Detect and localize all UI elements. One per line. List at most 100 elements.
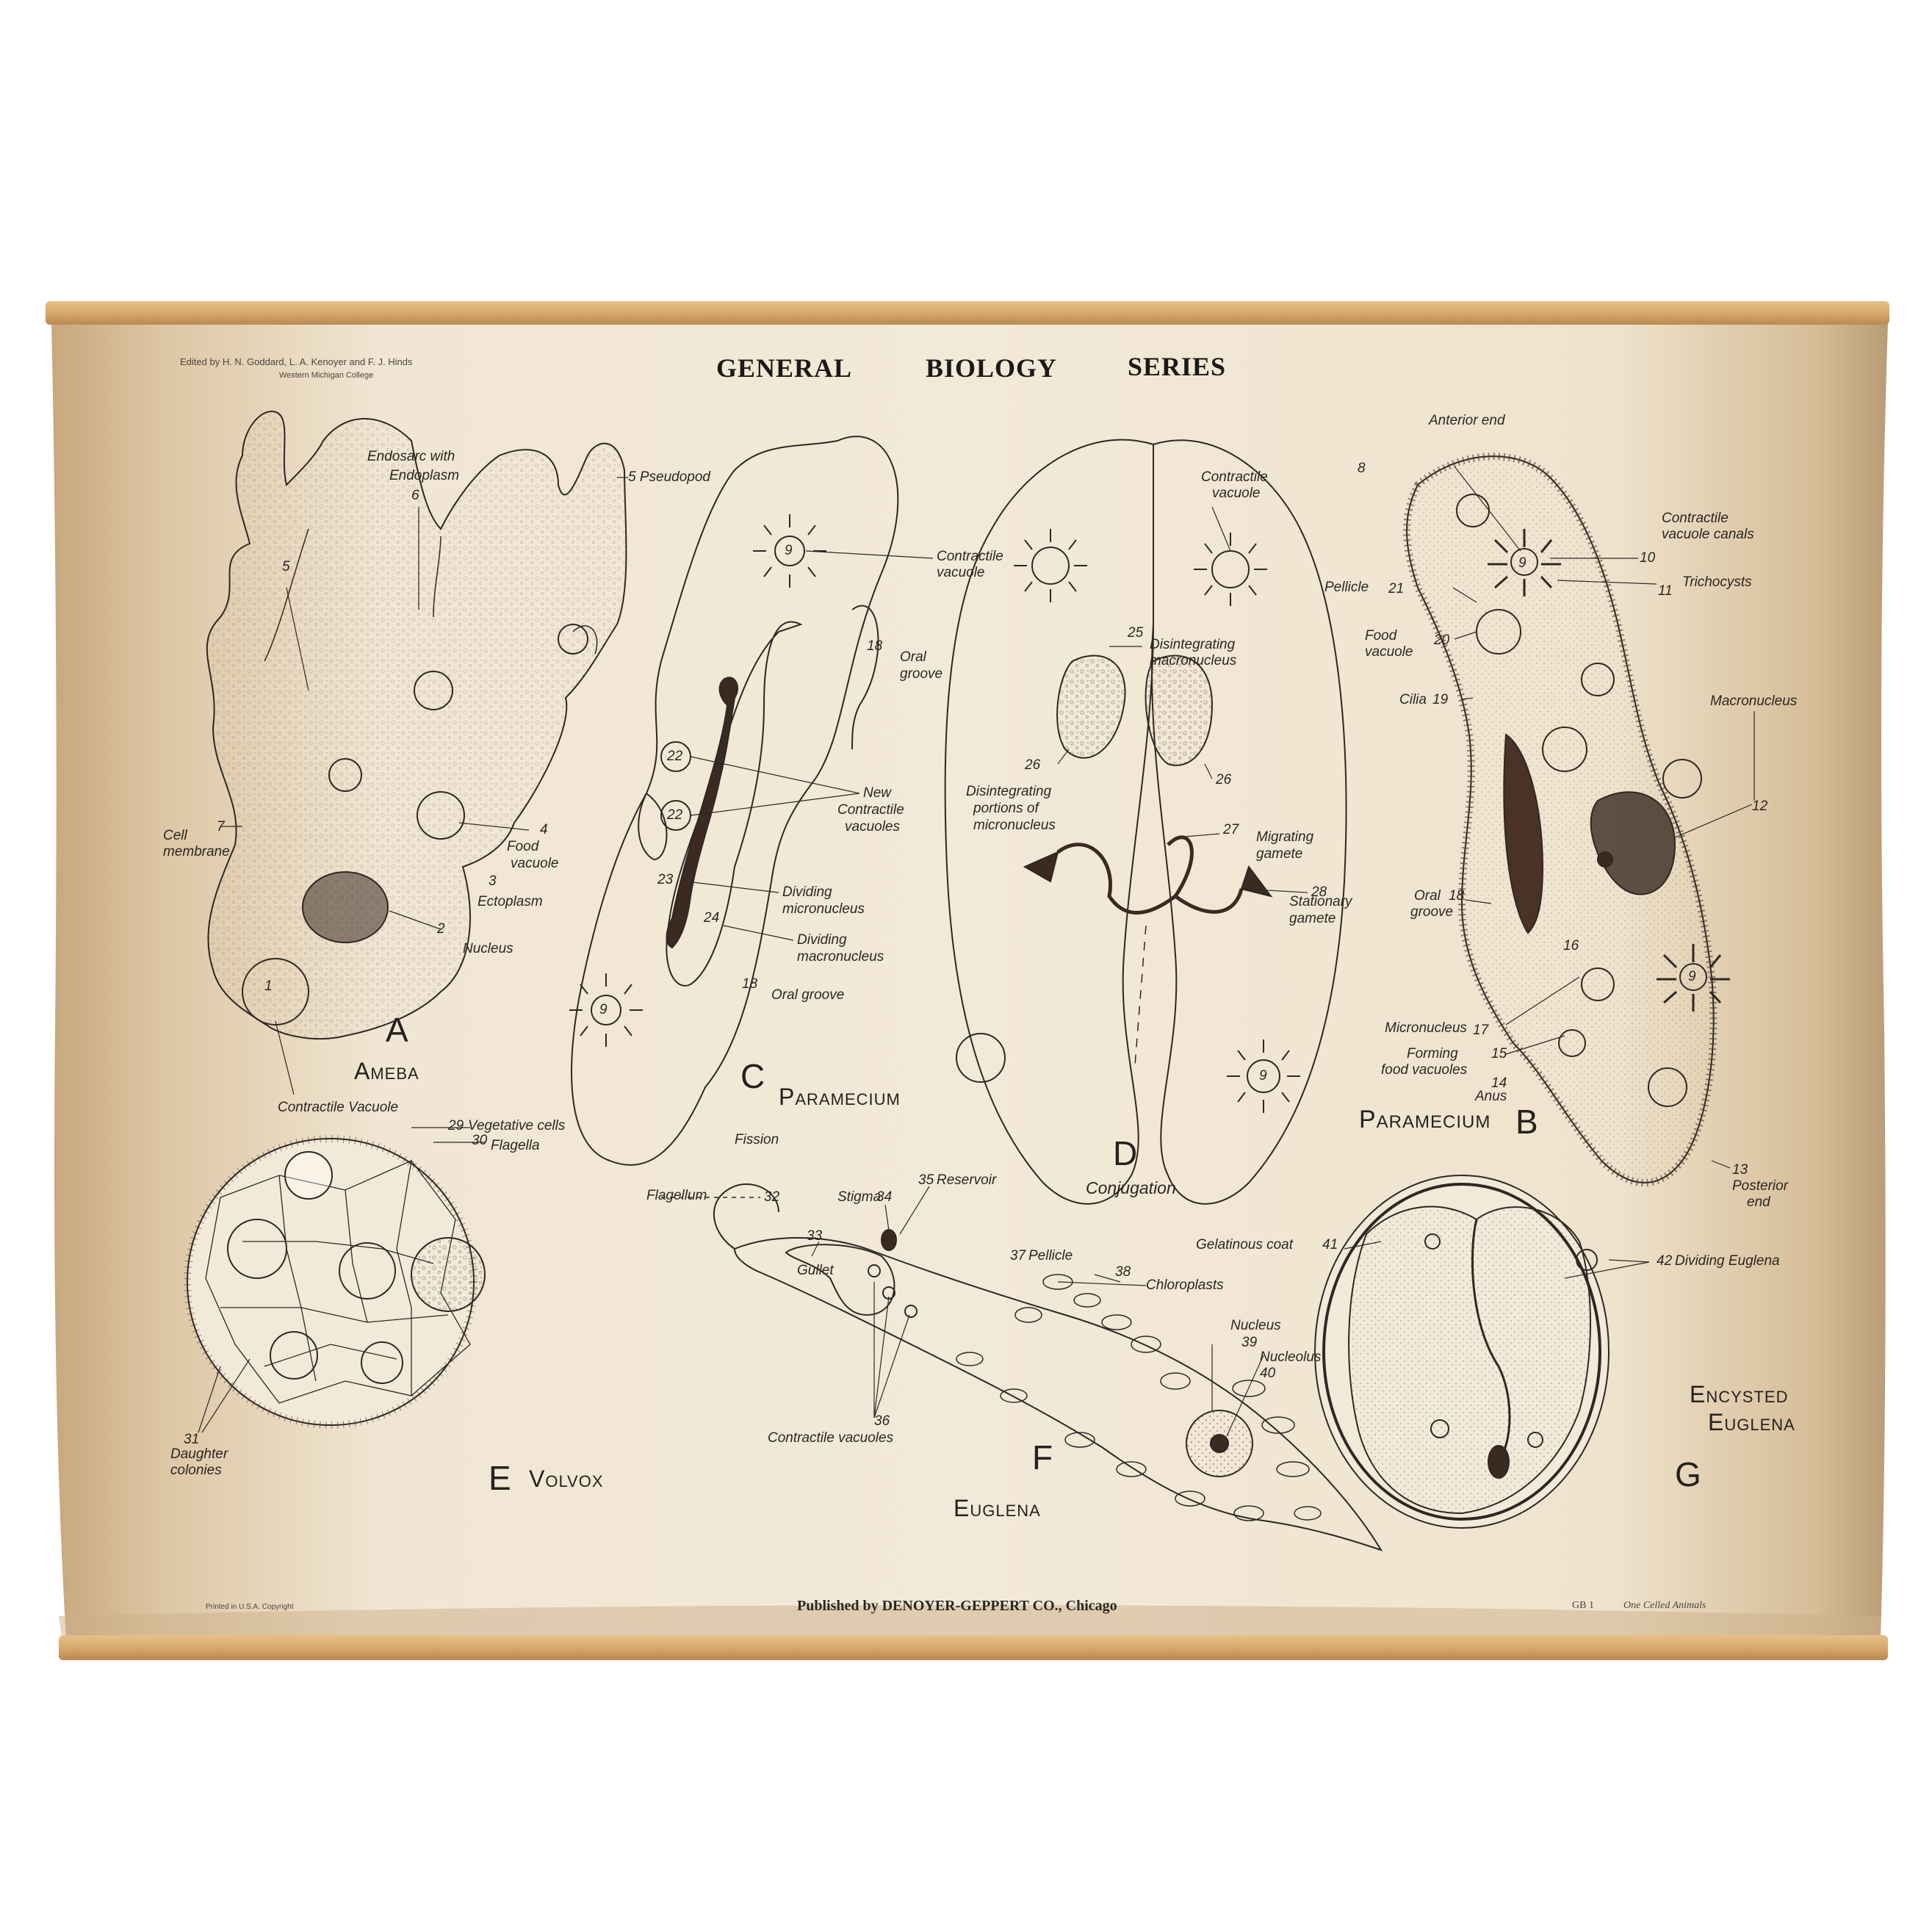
label-vacuoles: vacuoles (845, 819, 900, 835)
label-vacuole: vacuole (1365, 644, 1413, 660)
paramecium-b-drawing (1403, 453, 1755, 1186)
label-number-35: 35 (918, 1172, 934, 1188)
label-groove: groove (1410, 904, 1454, 920)
label-number-42: 42 (1657, 1253, 1673, 1269)
label-nucleus: Nucleus (463, 941, 513, 956)
label-colonies: colonies (170, 1463, 222, 1478)
label-new: New (863, 785, 892, 801)
figure-name-ameba: Ameba (354, 1058, 419, 1084)
label-gamete-2: gamete (1289, 911, 1336, 926)
label-oral-groove: Oral groove (771, 987, 845, 1003)
label-gamete: gamete (1256, 846, 1303, 862)
label-end: end (1747, 1194, 1770, 1210)
label-number-9: 9 (785, 543, 793, 558)
label-chloroplasts: Chloroplasts (1146, 1277, 1224, 1293)
label-pellicle: Pellicle (1324, 580, 1369, 595)
label-cilia: Cilia (1399, 692, 1427, 707)
label-number-12: 12 (1752, 799, 1768, 814)
label-forming: Forming (1407, 1046, 1458, 1061)
label-membrane: membrane (163, 844, 230, 859)
label-oral: Oral (1414, 888, 1441, 904)
label-anterior-end: Anterior end (1429, 413, 1505, 428)
label-number-26b: 26 (1216, 772, 1232, 787)
ameba-drawing (206, 410, 628, 1095)
label-gullet: Gullet (797, 1263, 834, 1278)
label-number-21: 21 (1388, 581, 1405, 596)
label-food-vacuoles: food vacuoles (1381, 1062, 1468, 1078)
label-contractile: Contractile (1201, 469, 1268, 485)
label-number-38: 38 (1115, 1264, 1131, 1280)
figure-letter-c: C (740, 1057, 765, 1095)
label-disintegrating-mic: Disintegrating (966, 784, 1052, 799)
label-macronucleus: macronucleus (1150, 653, 1237, 668)
label-number-33: 33 (807, 1228, 823, 1244)
label-ectoplasm: Ectoplasm (477, 894, 543, 909)
label-portions-of: portions of (973, 801, 1039, 816)
label-number-22b: 22 (667, 807, 683, 823)
college-credit: Western Michigan College (279, 371, 374, 380)
label-number-30: 30 (472, 1133, 488, 1148)
label-number-31: 31 (184, 1432, 200, 1447)
label-number-32: 32 (764, 1189, 780, 1205)
label-macronucleus: Macronucleus (1710, 693, 1798, 709)
figure-name-euglena-g: Euglena (1708, 1409, 1795, 1435)
label-number-22a: 22 (667, 749, 683, 764)
label-number-3: 3 (489, 873, 497, 889)
label-micronucleus: micronucleus (973, 818, 1056, 833)
figure-name-volvox: Volvox (529, 1466, 604, 1492)
editors-credit: Edited by H. N. Goddard, L. A. Kenoyer a… (180, 356, 413, 367)
conjugation-drawing (944, 439, 1347, 1205)
label-number-19: 19 (1432, 692, 1449, 707)
label-number-26a: 26 (1025, 757, 1041, 773)
label-dividing: Dividing (782, 884, 832, 900)
label-number-9b: 9 (1688, 969, 1696, 984)
label-dividing-mac: Dividing (797, 932, 847, 948)
label-number-11: 11 (1658, 583, 1673, 599)
label-disintegrating: Disintegrating (1150, 637, 1236, 652)
volvox-drawing (184, 1127, 486, 1433)
publisher-line: Published by DENOYER-GEPPERT CO., Chicag… (797, 1598, 1117, 1614)
label-contractile-vacuoles: Contractile vacuoles (768, 1430, 894, 1446)
label-cell: Cell (163, 828, 187, 843)
figure-name-paramecium-c: Paramecium (779, 1084, 901, 1110)
label-flagellum: Flagellum (646, 1188, 707, 1203)
bottom-rod (59, 1635, 1888, 1660)
figure-name-euglena: Euglena (954, 1495, 1041, 1521)
euglena-drawing (661, 1183, 1383, 1551)
label-vacuole: vacuole (511, 856, 559, 871)
top-rod (46, 301, 1889, 325)
label-number-37: 37 (1010, 1248, 1026, 1264)
label-trichocysts: Trichocysts (1682, 574, 1752, 590)
label-reservoir: Reservoir (937, 1172, 997, 1188)
label-number-23: 23 (657, 872, 674, 887)
label-number-7: 7 (217, 819, 225, 835)
label-stigma: Stigma (837, 1189, 882, 1205)
label-vacuole: vacuole (1212, 486, 1261, 501)
catalog-number: GB 1 (1572, 1600, 1594, 1611)
figure-letter-g: G (1675, 1455, 1701, 1493)
label-food: Food (1365, 628, 1397, 644)
figure-name-paramecium-b: Paramecium (1359, 1106, 1491, 1133)
label-number-5: 5 (282, 559, 290, 574)
label-number-25: 25 (1128, 625, 1144, 641)
label-number-24: 24 (704, 910, 720, 926)
label-number-9b: 9 (599, 1002, 608, 1017)
label-number-34: 34 (876, 1189, 893, 1205)
label-pellicle: Pellicle (1028, 1248, 1073, 1264)
label-contractile: Contractile (937, 549, 1003, 564)
dividing-micronucleus-shape (666, 677, 738, 949)
title-word-general: GENERAL (716, 353, 853, 383)
label-number-1: 1 (264, 978, 273, 994)
figure-letter-d: D (1113, 1134, 1138, 1172)
figure-letter-a: A (386, 1011, 408, 1049)
catalog-title: One Celled Animals (1623, 1600, 1706, 1611)
label-number-8: 8 (1358, 461, 1366, 476)
label-fission: Fission (735, 1132, 779, 1147)
label-number-9: 9 (1259, 1068, 1267, 1084)
figure-name-conjugation: Conjugation (1086, 1178, 1176, 1197)
label-number-15: 15 (1491, 1046, 1507, 1061)
label-number-18: 18 (867, 638, 883, 654)
figure-letter-e: E (489, 1459, 511, 1497)
figure-letter-b: B (1515, 1103, 1538, 1141)
